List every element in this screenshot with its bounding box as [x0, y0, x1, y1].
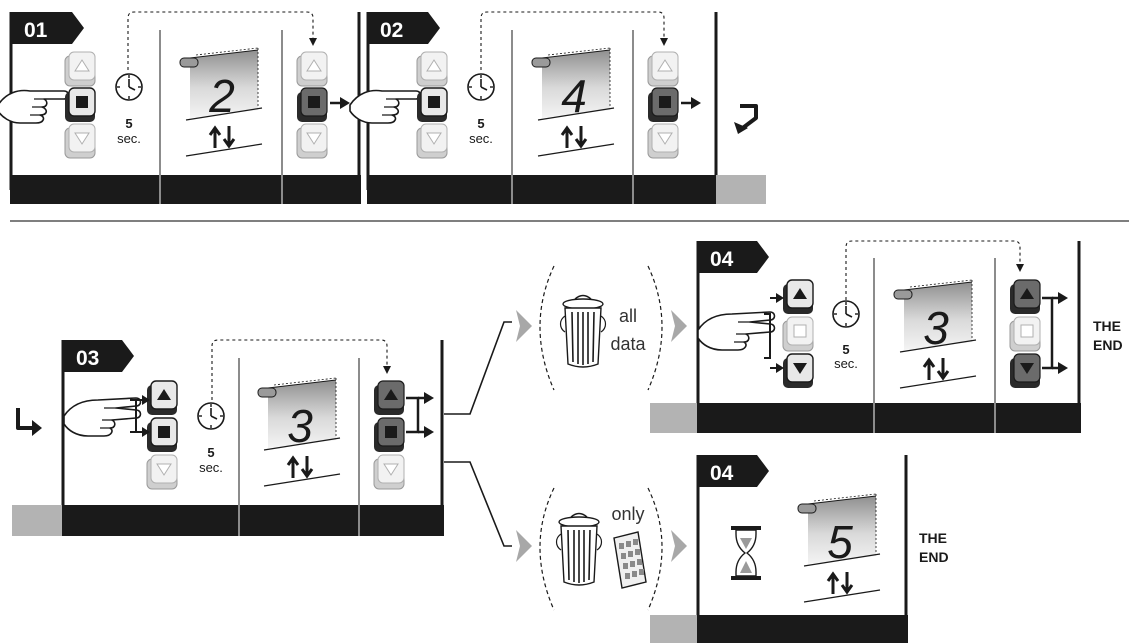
step-04a-unit: sec. — [834, 356, 858, 371]
arrow-right-icon — [671, 530, 687, 562]
step-04b-digit: 5 — [827, 516, 853, 568]
the-end-top-line1: THE — [1093, 318, 1121, 334]
step-04b-panel: 04 5 — [650, 455, 908, 643]
clock-icon — [467, 73, 495, 101]
step-02-unit: sec. — [469, 131, 493, 146]
blind-display-icon — [179, 47, 263, 157]
repeat-arrow-icon — [734, 104, 758, 134]
all-label: all — [619, 306, 637, 326]
trash-can-icon — [555, 512, 603, 586]
remote-button-stack-icon — [64, 51, 96, 159]
step-02-panel: 02 5 sec. 4 — [349, 11, 766, 204]
remote-button-stack-icon — [1009, 279, 1068, 389]
arrow-right-icon — [516, 310, 532, 342]
step-02-seconds: 5 — [477, 116, 484, 131]
step-02-label: 02 — [380, 19, 403, 42]
branch-connectors — [444, 321, 512, 547]
only-label: only — [611, 504, 644, 524]
remote-button-stack-icon — [647, 51, 701, 159]
branch-all-data: all data — [516, 265, 687, 391]
step-03-seconds: 5 — [207, 445, 214, 460]
step-03-unit: sec. — [199, 460, 223, 475]
clock-icon — [115, 73, 143, 101]
data-label: data — [610, 334, 646, 354]
step-03-digit: 3 — [287, 400, 313, 452]
the-end-bottom-line1: THE — [919, 530, 947, 546]
blind-display-icon — [531, 47, 615, 157]
remote-button-stack-icon — [373, 380, 434, 490]
blind-display-icon — [797, 493, 881, 603]
remote-button-stack-icon — [770, 279, 814, 389]
entry-arrow-icon — [16, 408, 42, 436]
clock-icon — [832, 300, 860, 328]
remote-button-stack-icon — [136, 380, 178, 490]
step-04a-panel: 04 5 sec. 3 — [650, 240, 1081, 433]
step-01-seconds: 5 — [125, 116, 132, 131]
hourglass-icon — [731, 526, 761, 580]
step-01-panel: 01 5 sec. 2 — [0, 11, 361, 204]
step-02-digit: 4 — [561, 70, 587, 122]
step-04a-label: 04 — [710, 248, 734, 271]
keypad-icon — [613, 531, 647, 589]
the-end-bottom-line2: END — [919, 549, 949, 565]
the-end-top-line2: END — [1093, 337, 1123, 353]
step-03-label: 03 — [76, 347, 99, 370]
step-01-unit: sec. — [117, 131, 141, 146]
trash-can-icon — [559, 294, 607, 368]
step-03-panel: 03 5 sec. 3 — [12, 339, 444, 536]
step-01-label: 01 — [24, 19, 48, 42]
clock-icon — [197, 402, 225, 430]
remote-button-stack-icon — [296, 51, 350, 159]
step-04a-seconds: 5 — [842, 342, 849, 357]
step-01-digit: 2 — [208, 70, 235, 122]
blind-display-icon — [893, 279, 977, 389]
step-04a-digit: 3 — [923, 302, 949, 354]
arrow-right-icon — [516, 530, 532, 562]
blind-display-icon — [257, 377, 341, 487]
arrow-right-icon — [671, 310, 687, 342]
remote-button-stack-icon — [416, 51, 448, 159]
step-04b-label: 04 — [710, 462, 734, 485]
branch-only: only — [516, 487, 687, 611]
